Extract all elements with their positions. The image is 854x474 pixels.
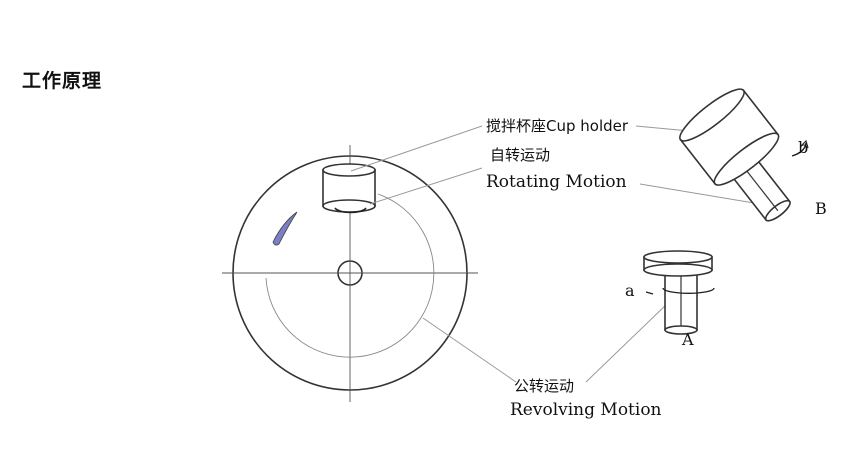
revolving-motion-en-label: Revolving Motion	[510, 400, 662, 420]
cup-on-disc	[322, 163, 376, 213]
rotating-motion-en-label: Rotating Motion	[486, 172, 627, 192]
vertical-spindle	[643, 250, 713, 335]
tilted-cup-holder	[679, 88, 791, 222]
rotation-b-arrow	[791, 142, 807, 157]
label-a: a	[625, 281, 635, 300]
label-B: B	[815, 199, 827, 218]
label-A: A	[681, 330, 694, 349]
label-b: b	[798, 138, 808, 157]
revolve-direction-arrow	[272, 211, 298, 246]
rotation-a-arrow	[662, 287, 715, 294]
cup-rotation-arrow	[334, 207, 367, 214]
page-heading: 工作原理	[22, 70, 103, 92]
cup-holder-label: 搅拌杯座Cup holder	[486, 117, 629, 135]
leader-lines	[350, 125, 755, 383]
revolving-motion-cn-label: 公转运动	[514, 377, 574, 395]
rotating-motion-cn-label: 自转运动	[490, 146, 550, 164]
